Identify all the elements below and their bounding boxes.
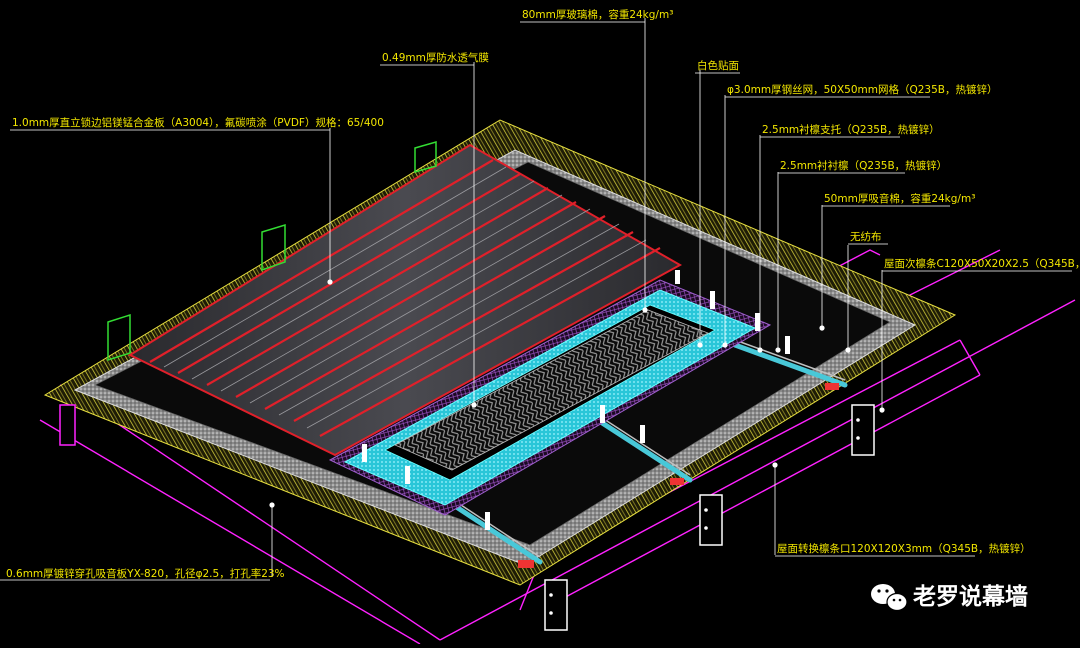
purlin-end-brackets bbox=[107, 141, 437, 362]
wechat-icon bbox=[871, 584, 908, 612]
label-glasswool: 80mm厚玻璃棉，容重24kg/m³ bbox=[522, 8, 673, 21]
leader-lines bbox=[0, 18, 883, 581]
bracket-clips bbox=[518, 383, 839, 568]
annotation-labels: 80mm厚玻璃棉，容重24kg/m³ 0.49mm厚防水透气膜 白色贴面 φ3.… bbox=[6, 8, 1080, 580]
label-white-tape: 白色贴面 bbox=[697, 59, 739, 72]
support-brackets bbox=[362, 270, 790, 530]
label-liner-purlin: 2.5mm衬衬檩（Q235B，热镀锌） bbox=[780, 159, 947, 172]
standing-seam-panels bbox=[127, 143, 683, 457]
watermark-text: 老罗说幕墙 bbox=[912, 583, 1028, 610]
label-membrane: 0.49mm厚防水透气膜 bbox=[382, 51, 489, 64]
watermark: 老罗说幕墙 bbox=[871, 583, 1028, 612]
label-wire-mesh: φ3.0mm厚钢丝网，50X50mm网格（Q235B，热镀锌） bbox=[727, 83, 997, 96]
label-main-purlin: 屋面转换檩条口120X120X3mm（Q345B，热镀锌） bbox=[777, 542, 1031, 555]
c-purlin-sections bbox=[59, 404, 875, 631]
label-support-bracket: 2.5mm衬檩支托（Q235B，热镀锌） bbox=[762, 123, 940, 136]
leader-dots bbox=[269, 279, 885, 508]
label-secondary-purlin: 屋面次檩条C120X50X20X2.5（Q345B，热镀锌） bbox=[884, 257, 1080, 270]
label-nonwoven: 无纺布 bbox=[850, 230, 882, 243]
label-panel: 1.0mm厚直立锁边铝镁锰合金板（A3004），氟碳喷涂（PVDF）规格：65/… bbox=[12, 116, 384, 129]
label-acoustic-wool: 50mm厚吸音棉，容重24kg/m³ bbox=[824, 192, 975, 205]
label-perforated-deck: 0.6mm厚镀锌穿孔吸音板YX-820，孔径φ2.5，打孔率23% bbox=[6, 567, 285, 580]
breather-membrane bbox=[394, 309, 709, 471]
